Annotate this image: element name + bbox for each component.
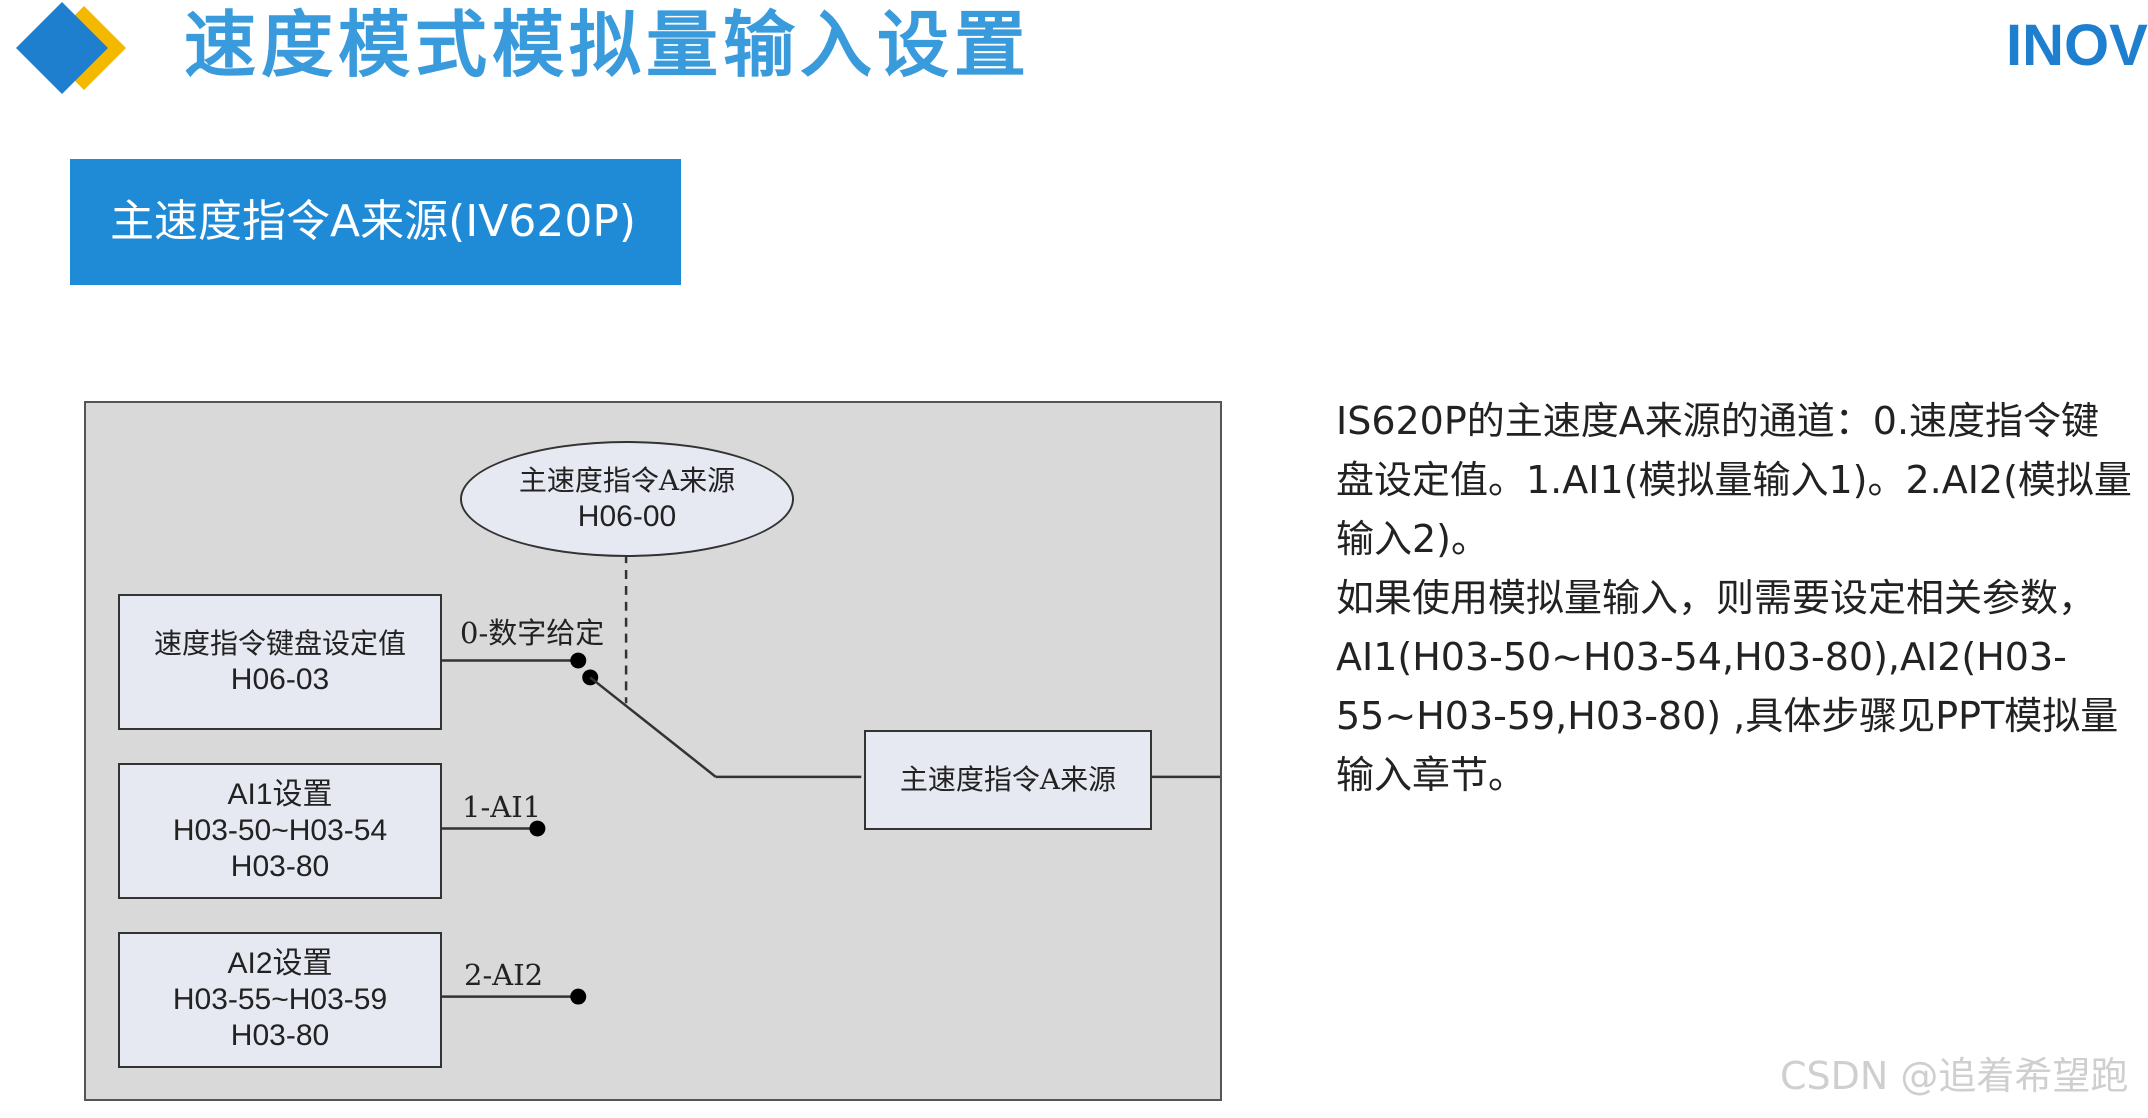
switch-label-2: 2-AI2 [464,958,544,992]
output-box: 主速度指令A来源 [864,730,1152,830]
input-param-2: H03-80 [230,850,330,883]
input-box-ai2: AI2设置 H03-55~H03-59 H03-80 [118,932,442,1068]
description-paragraph: 如果使用模拟量输入，则需要设定相关参数，AI1(H03-50~H03-54,H0… [1336,576,2119,797]
terminal-dot-0 [570,652,587,669]
terminal-dot-1 [529,820,546,837]
terminal-dot-2 [570,988,587,1005]
input-box-keypad: 速度指令键盘设定值 H06-03 [118,594,442,730]
switch-label-0: 0-数字给定 [460,616,605,650]
logo-diamond-icon [16,2,126,94]
input-name: 速度指令键盘设定值 [153,627,406,660]
input-param: H06-03 [230,663,330,696]
description-text: IS620P的主速度A来源的通道：0.速度指令键盘设定值。1.AI1(模拟量输入… [1336,392,2136,805]
output-name: 主速度指令A来源 [899,763,1117,796]
diagram-connectors [440,554,1220,1005]
selector-diagram: 主速度指令A来源 H06-00 速度指令键盘设定值 H06-03 AI1设置 H… [84,401,1222,1101]
switch-arm [589,676,717,778]
section-banner: 主速度指令A来源(IV620P) [70,159,681,285]
watermark: CSDN @追着希望跑 [1780,1054,2129,1098]
selector-param: H06-00 [577,500,677,533]
input-param-2: H03-80 [230,1019,330,1052]
input-param: H03-50~H03-54 [172,814,388,847]
switch-label-1: 1-AI1 [462,790,542,824]
input-param: H03-55~H03-59 [172,983,388,1016]
page-title: 速度模式模拟量输入设置 [184,3,1032,87]
selector-name: 主速度指令A来源 [518,464,736,497]
selector-ellipse: 主速度指令A来源 H06-00 [460,441,794,557]
input-box-ai1: AI1设置 H03-50~H03-54 H03-80 [118,763,442,899]
input-name: AI2设置 [227,947,333,980]
brand-logo-text: INOV [2006,13,2148,78]
description-paragraph: IS620P的主速度A来源的通道：0.速度指令键盘设定值。1.AI1(模拟量输入… [1336,399,2132,561]
input-name: AI1设置 [227,778,333,811]
